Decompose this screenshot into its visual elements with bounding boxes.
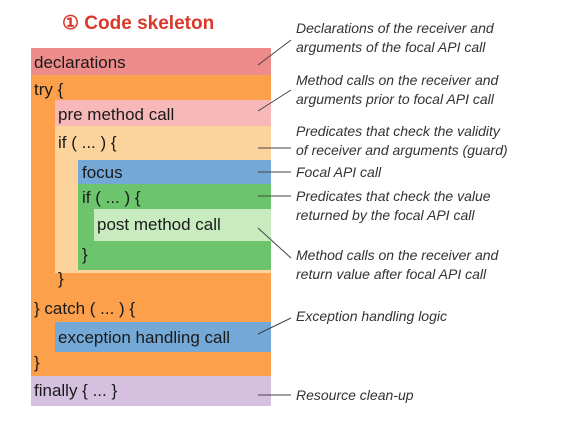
- annotation-exception: Exception handling logic: [296, 307, 447, 326]
- pre-method-call-label: pre method call: [58, 105, 175, 124]
- pre-method-call-block: [55, 100, 271, 126]
- leader-post-method-call: [257, 227, 292, 259]
- try-open-label: try {: [34, 80, 64, 99]
- declarations-label: declarations: [34, 53, 126, 72]
- annotation-line: arguments prior to focal API call: [296, 91, 494, 107]
- if-guard-open-label: if ( ... ) {: [58, 133, 117, 152]
- annotation-line: Method calls on the receiver and: [296, 72, 499, 88]
- post-method-call-label: post method call: [97, 215, 221, 234]
- exception-handling-label: exception handling call: [58, 328, 231, 347]
- focus-label: focus: [82, 163, 123, 182]
- focus-block: [78, 160, 271, 184]
- annotation-line: Predicates that check the validity: [296, 123, 500, 139]
- annotation-line: arguments of the focal API call: [296, 39, 486, 55]
- annotation-line: Method calls on the receiver and: [296, 247, 499, 263]
- annotation-post-method-call: Method calls on the receiver and return …: [296, 246, 498, 284]
- if-check-close-label: }: [82, 245, 88, 264]
- annotation-line: Focal API call: [296, 164, 382, 180]
- catch-close-label: }: [34, 353, 40, 372]
- if-check-open-label: if ( ... ) {: [82, 188, 141, 207]
- annotation-line: Exception handling logic: [296, 308, 447, 324]
- finally-label: finally { ... }: [34, 381, 118, 400]
- leader-declarations: [257, 39, 292, 66]
- annotation-declarations: Declarations of the receiver and argumen…: [296, 19, 494, 57]
- annotation-focal: Focal API call: [296, 163, 381, 182]
- catch-open-label: } catch ( ... ) {: [34, 299, 136, 318]
- post-method-call-block: [94, 209, 271, 241]
- exception-handling-block: [55, 322, 271, 352]
- leader-exception: [257, 317, 292, 335]
- diagram-title: ① Code skeleton: [62, 13, 215, 34]
- annotation-pre-method-call: Method calls on the receiver and argumen…: [296, 71, 498, 109]
- annotation-check-value: Predicates that check the value returned…: [296, 187, 491, 225]
- annotation-line: Resource clean-up: [296, 387, 414, 403]
- leader-pre-method-call: [257, 89, 292, 112]
- annotation-guard: Predicates that check the validity of re…: [296, 122, 508, 160]
- if-guard-close-label: }: [58, 269, 64, 288]
- finally-block: [31, 376, 271, 406]
- annotation-line: Predicates that check the value: [296, 188, 491, 204]
- annotation-line: of receiver and arguments (guard): [296, 142, 508, 158]
- annotation-line: return value after focal API call: [296, 266, 487, 282]
- annotation-line: Declarations of the receiver and: [296, 20, 494, 36]
- declarations-block: [31, 48, 271, 75]
- annotation-cleanup: Resource clean-up: [296, 386, 414, 405]
- annotation-line: returned by the focal API call: [296, 207, 475, 223]
